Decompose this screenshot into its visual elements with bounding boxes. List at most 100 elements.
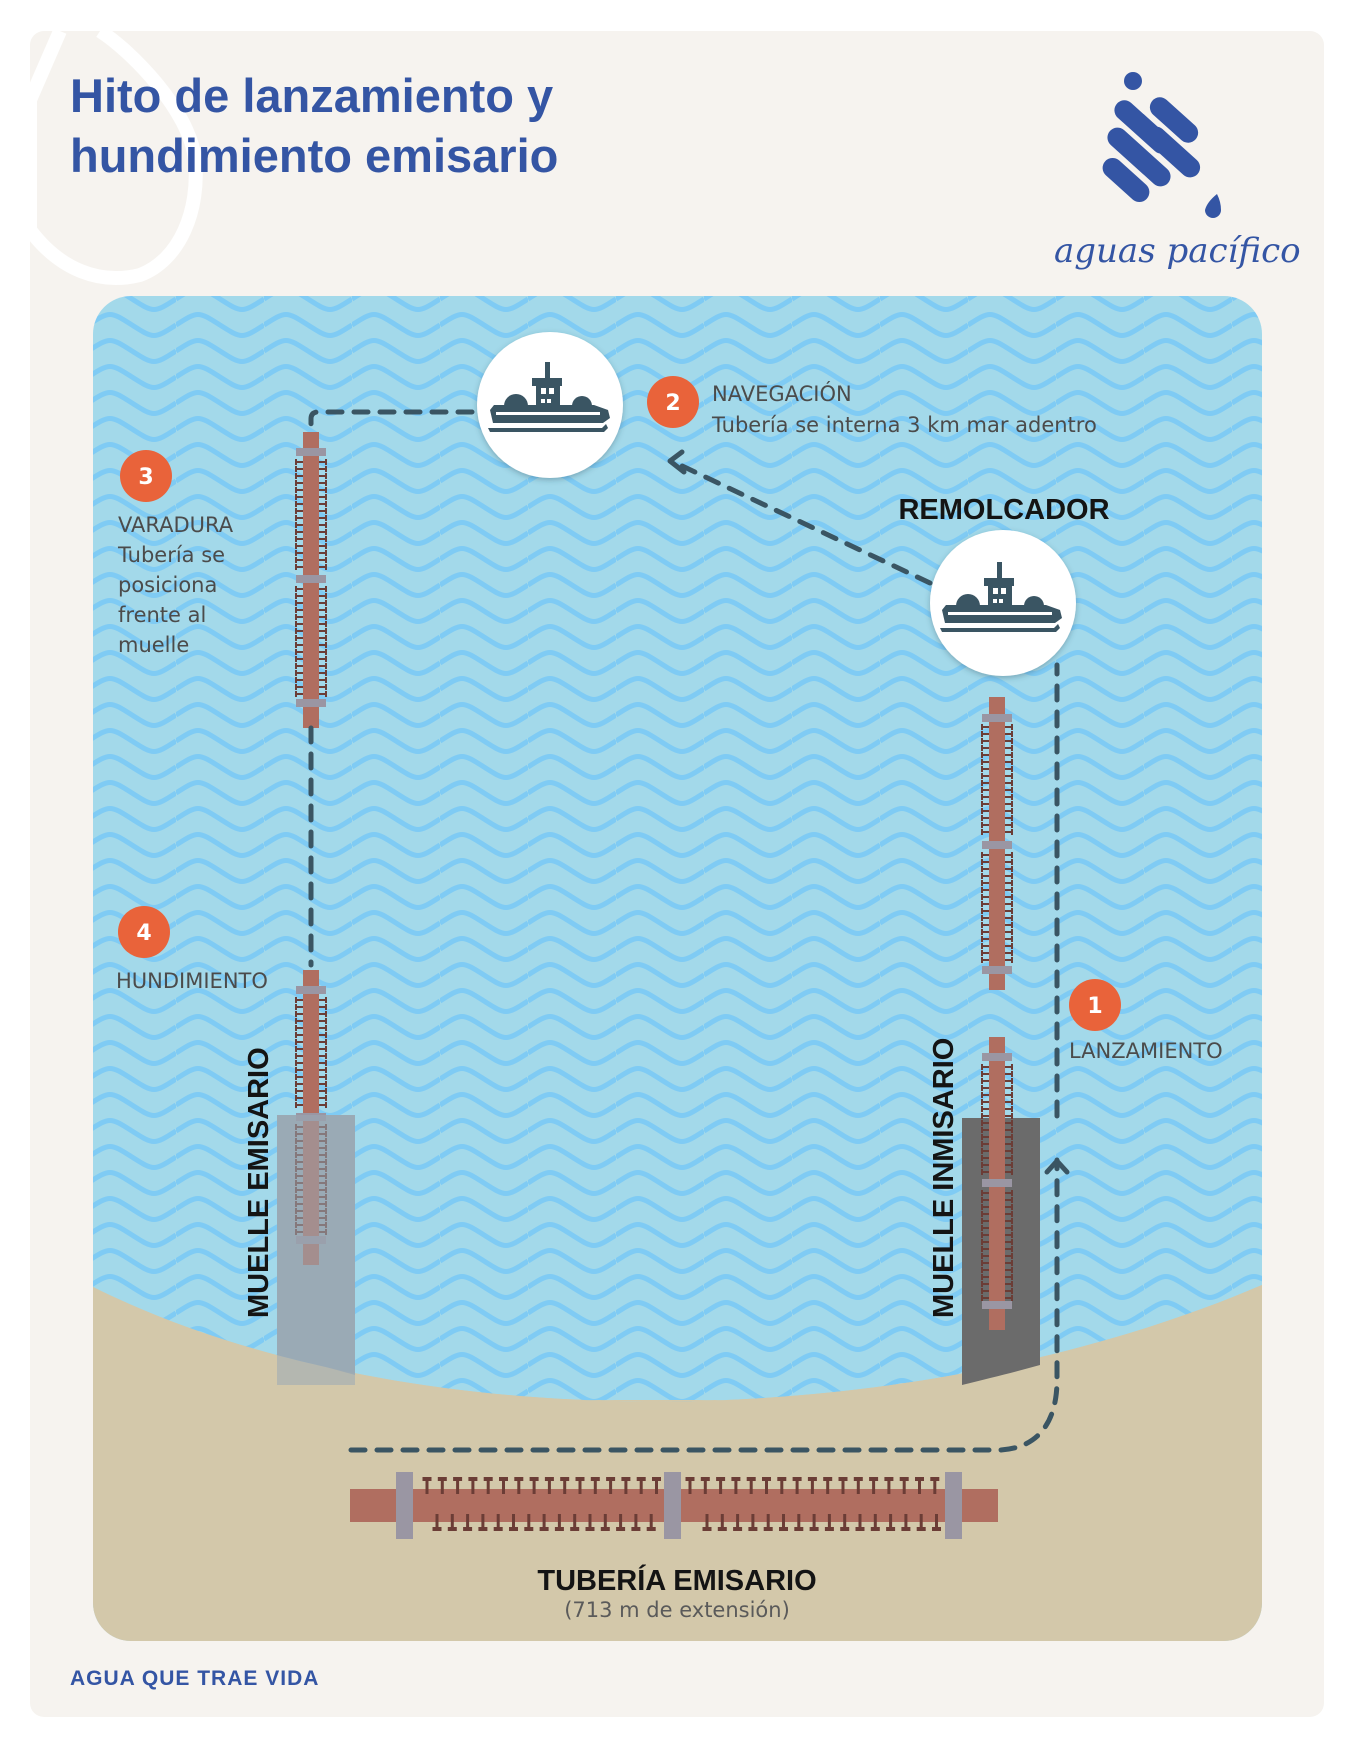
pipe-stud	[810, 1478, 814, 1494]
pipe-flange	[396, 1472, 413, 1539]
step-4-badge: 4	[118, 906, 170, 958]
pipe-stud	[563, 1478, 567, 1494]
svg-text:4: 4	[136, 921, 151, 946]
pipe-subtitle: (713 m de extensión)	[564, 1598, 790, 1622]
pipe-stud	[827, 1514, 831, 1530]
pipe-stud	[655, 1478, 658, 1494]
pipe-inmisario-upper	[981, 697, 1013, 990]
pipe-stud	[719, 1478, 723, 1494]
pipe-stud	[736, 1514, 740, 1530]
pipe-stud	[466, 1514, 470, 1530]
pipe-stud	[688, 1478, 692, 1494]
pipe-stud	[532, 1478, 536, 1494]
pipe-stud	[856, 1478, 860, 1494]
pipe-flange	[945, 1472, 962, 1539]
pipe-stud	[703, 1478, 707, 1494]
step-2-description: Tubería se interna 3 km mar adentro	[711, 413, 1097, 437]
pipe-stud	[471, 1478, 475, 1494]
pipe-flange	[296, 986, 326, 994]
pipe-flange	[982, 1301, 1012, 1309]
pipe-stud	[872, 1478, 876, 1494]
tugboat-navigation	[477, 332, 623, 478]
scene-panel	[93, 296, 1262, 1641]
step-3-badge: 3	[120, 450, 172, 502]
pipe-stud	[481, 1514, 485, 1530]
pipe-flange	[296, 699, 326, 707]
pipe-stud	[425, 1478, 429, 1494]
pipe-stud	[765, 1478, 768, 1494]
pipe-flange	[296, 448, 326, 456]
pipe-flange	[982, 841, 1012, 849]
pipe-flange	[982, 966, 1012, 974]
svg-text:3: 3	[138, 465, 153, 490]
pipe-stud	[887, 1478, 891, 1494]
step-3-title: VARADURA	[118, 513, 234, 537]
page-title-line-1: Hito de lanzamiento y	[70, 69, 553, 122]
pipe-stud	[639, 1478, 643, 1494]
pipe-stud	[919, 1514, 923, 1530]
pipe-stud	[435, 1514, 439, 1530]
pipe-stud	[766, 1514, 770, 1530]
pipe-stud	[578, 1478, 582, 1494]
pipe-stud	[619, 1514, 623, 1530]
pipe-stud	[889, 1514, 893, 1530]
pipe-stud	[812, 1514, 816, 1530]
brand-name: aguas pacífico	[1054, 231, 1301, 271]
tugboat-remolcador	[930, 530, 1076, 676]
path-launch-shore	[348, 1157, 1060, 1453]
step-4-title: HUNDIMIENTO	[116, 969, 268, 993]
pipe-title: TUBERÍA EMISARIO	[537, 1563, 816, 1597]
svg-text:1: 1	[1087, 994, 1102, 1019]
pipe-stud	[440, 1478, 444, 1494]
pipe-flange	[664, 1472, 681, 1539]
pipe-stud	[935, 1514, 938, 1530]
pipe-stud	[496, 1514, 500, 1530]
pipe-stud	[843, 1514, 847, 1530]
pipe-flange	[982, 714, 1012, 722]
step-1-badge: 1	[1069, 979, 1121, 1031]
pipe-stud	[826, 1478, 830, 1494]
pipe-stud	[858, 1514, 862, 1530]
pier-emisario-overlay	[277, 1115, 355, 1385]
pipe-segments	[277, 432, 1013, 1385]
pier-inmisario-label: MUELLE INMISARIO	[928, 1038, 960, 1318]
pipe-stud	[634, 1514, 638, 1530]
pipe-stud	[782, 1514, 785, 1530]
arrow-head-icon	[667, 449, 687, 475]
pipe-stud	[593, 1478, 597, 1494]
page-title-line-2: hundimiento emisario	[70, 129, 558, 182]
pipe-stud	[734, 1478, 738, 1494]
step-1-title: LANZAMIENTO	[1069, 1039, 1223, 1063]
path-navigation	[308, 409, 475, 433]
tugboat-label: REMOLCADOR	[898, 494, 1109, 526]
pipe-stud	[749, 1478, 753, 1494]
pipe-stud	[933, 1478, 937, 1494]
pipe-varadura	[295, 432, 327, 728]
water-drop-outline-icon	[23, 25, 203, 285]
pipe-stud	[527, 1514, 531, 1530]
pipe-stud	[573, 1514, 577, 1530]
pipe-stud	[780, 1478, 784, 1494]
pipe-stud	[486, 1478, 490, 1494]
svg-text:2: 2	[665, 391, 680, 416]
pipe-stud	[720, 1514, 724, 1530]
pipe-stud	[588, 1514, 592, 1530]
pipe-stud	[795, 1478, 799, 1494]
pipe-stud	[751, 1514, 755, 1530]
pipe-stud	[873, 1514, 877, 1530]
pipe-stud	[557, 1514, 561, 1530]
pipe-stud	[904, 1514, 908, 1530]
step-3-description-line-3: frente al	[118, 603, 206, 627]
pipe-stud	[902, 1478, 906, 1494]
pipe-flange	[982, 1179, 1012, 1187]
pipe-stud	[705, 1514, 709, 1530]
pipe-stud	[649, 1514, 653, 1530]
pipe-stud	[609, 1478, 613, 1494]
pipe-emisario-horizontal	[350, 1472, 998, 1539]
step-2-badge: 2	[647, 376, 699, 428]
pipe-stud	[603, 1514, 607, 1530]
arrow-head-icon	[1044, 1158, 1070, 1175]
step-3-description-line-2: posiciona	[118, 573, 217, 597]
path-tow-diagonal	[677, 462, 933, 586]
